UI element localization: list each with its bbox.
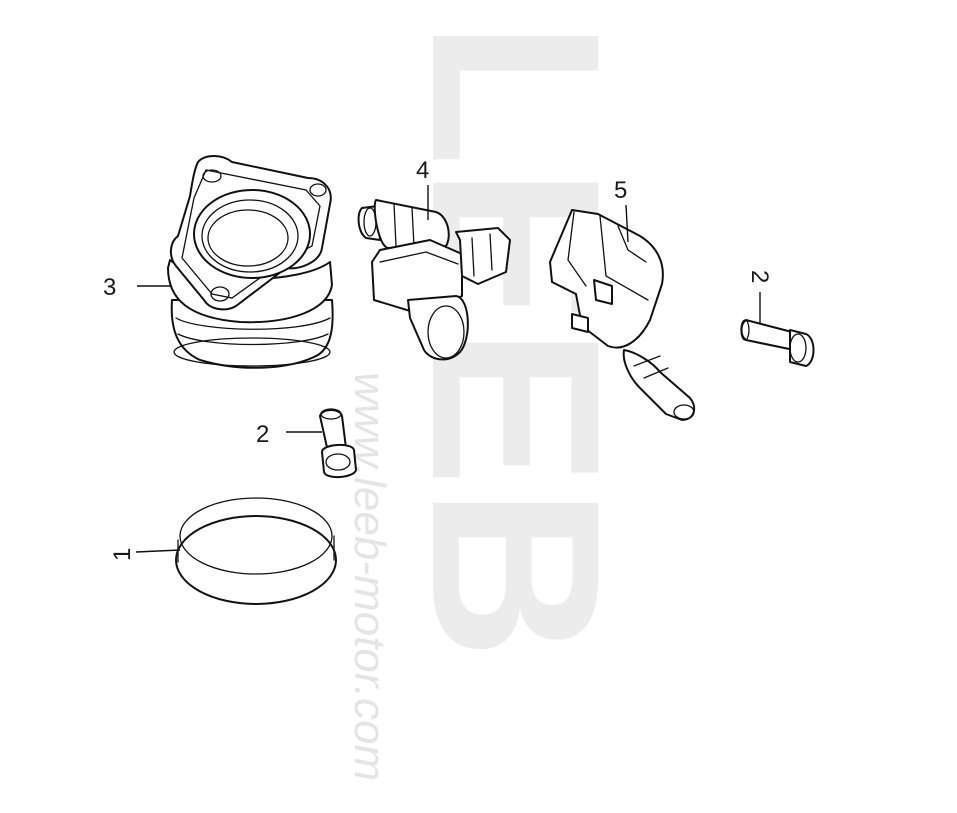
callout-4: 4 — [416, 157, 429, 184]
callout-2-right-text: 2 — [746, 270, 773, 283]
bolt-right-part — [740, 319, 815, 367]
callout-2-middle: 2 — [256, 421, 269, 448]
clamp-ring-part — [175, 497, 337, 605]
callout-2-right: 2 — [746, 270, 773, 283]
callout-5: 5 — [614, 177, 627, 204]
intake-manifold-part — [167, 155, 334, 369]
injector-holder-part — [549, 209, 696, 421]
watermark-url: www.leeb-motor.com — [345, 372, 394, 781]
callout-1-group: 1 — [109, 548, 136, 561]
leader-line-5 — [625, 204, 629, 243]
callout-1: 1 — [109, 548, 136, 561]
bolt-middle-part — [319, 408, 357, 478]
watermark-url-text: www.leeb-motor.com — [345, 372, 394, 781]
callout-3: 3 — [103, 274, 116, 301]
leader-line-1 — [135, 549, 181, 553]
fuel-injector-part — [357, 199, 511, 361]
